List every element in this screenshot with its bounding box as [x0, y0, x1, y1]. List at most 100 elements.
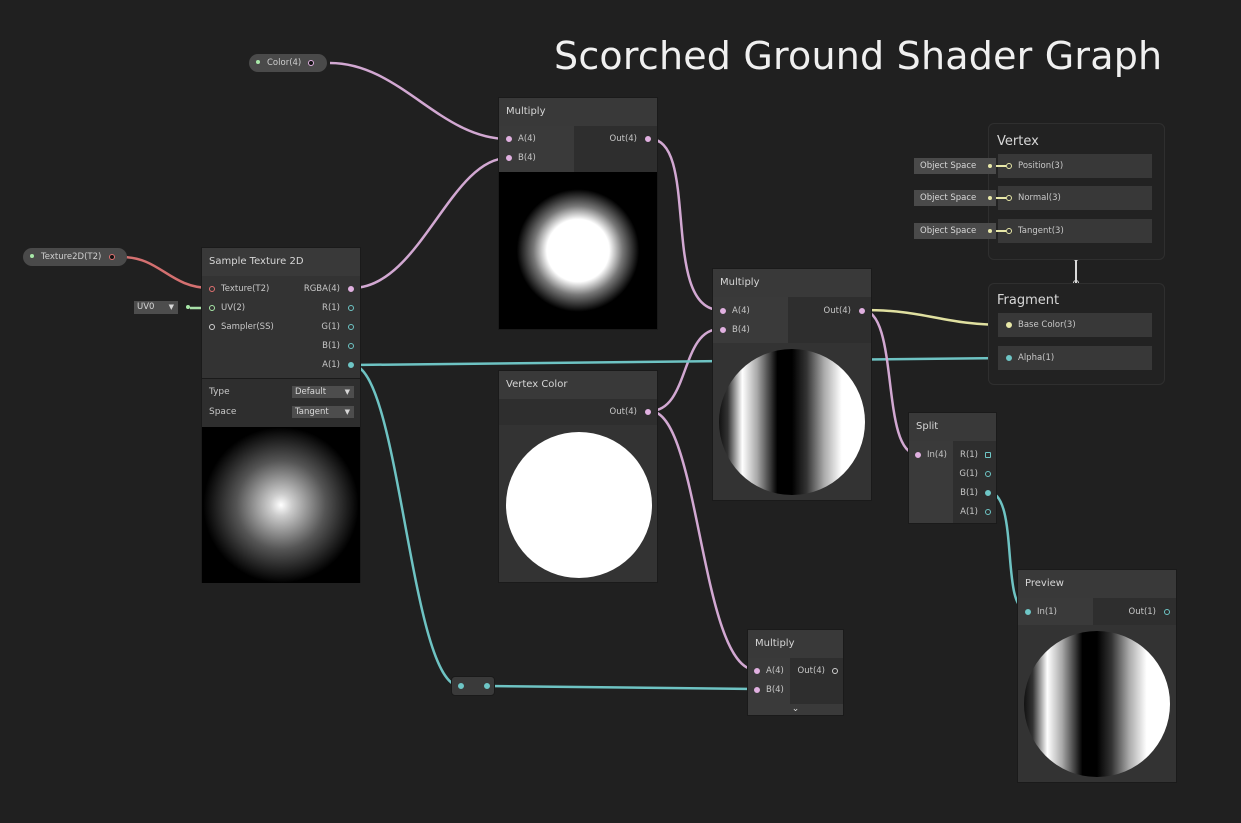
port-label: Position(3) — [1018, 161, 1064, 171]
uv-port-dot-icon — [186, 305, 190, 309]
uv-channel-dropdown[interactable]: UV0 ▼ — [134, 301, 178, 314]
wire-alpha-to-fragment — [351, 356, 1009, 367]
type-dropdown[interactable]: Default ▼ — [292, 386, 354, 398]
multiply-preview — [499, 172, 657, 329]
type-label: Type — [209, 387, 230, 397]
texture-input-port-icon[interactable] — [209, 286, 215, 292]
g-output-port-icon[interactable] — [348, 324, 354, 330]
tag-dot-icon — [988, 196, 992, 200]
output-port-icon[interactable] — [109, 254, 115, 260]
chevron-down-icon: ▼ — [344, 388, 350, 396]
b-input-port-icon[interactable] — [720, 327, 726, 333]
node-title: Preview — [1018, 570, 1176, 598]
normal-port-icon[interactable] — [1006, 195, 1012, 201]
in-input-port-icon[interactable] — [915, 452, 921, 458]
node-title: Sample Texture 2D — [202, 248, 360, 276]
g-output-port-icon[interactable] — [985, 471, 991, 477]
preview-render — [1018, 625, 1176, 782]
port-label: Tangent(3) — [1018, 226, 1064, 236]
wire-multiply1-to-multiply2 — [649, 137, 721, 312]
alpha-port-icon[interactable] — [1006, 355, 1012, 361]
a-input-port-icon[interactable] — [754, 668, 760, 674]
out-output-port-icon[interactable] — [1164, 609, 1170, 615]
port-label: B(4) — [732, 325, 750, 335]
multiply-node-1[interactable]: Multiply A(4) B(4) Out(4) — [498, 97, 658, 330]
r-output-port-icon[interactable] — [985, 452, 991, 458]
wire-reroute-to-multiply3 — [487, 684, 757, 691]
striped-sphere — [719, 349, 865, 495]
port-label: B(4) — [518, 153, 536, 163]
in-input-port-icon[interactable] — [1025, 609, 1031, 615]
a-output-port-icon[interactable] — [348, 362, 354, 368]
multiply-node-3[interactable]: Multiply A(4) B(4) Out(4) ⌄ — [747, 629, 844, 716]
b-output-port-icon[interactable] — [348, 343, 354, 349]
node-title: Multiply — [748, 630, 843, 658]
port-label: A(1) — [960, 507, 978, 517]
port-label: RGBA(4) — [303, 284, 340, 294]
reroute-node[interactable] — [451, 676, 495, 696]
tag-dot-icon — [988, 164, 992, 168]
vertex-normal-slot[interactable] — [998, 186, 1152, 210]
wire-multiply2-to-fragment — [861, 308, 1009, 327]
port-label: Out(4) — [823, 306, 851, 316]
vertex-tangent-slot[interactable] — [998, 219, 1152, 243]
node-title: Multiply — [499, 98, 657, 126]
port-label: B(1) — [960, 488, 978, 498]
striped-sphere — [1024, 631, 1170, 777]
normal-space-tag[interactable]: Object Space — [914, 190, 996, 206]
color-property[interactable]: Color(4) — [249, 54, 327, 72]
split-node[interactable]: Split In(4) R(1) G(1) B(1) A(1) — [908, 412, 997, 524]
input-panel — [713, 297, 788, 343]
port-label: Out(4) — [797, 666, 825, 676]
port-label: G(1) — [321, 322, 340, 332]
expand-button[interactable]: ⌄ — [748, 704, 843, 715]
reroute-input-port-icon[interactable] — [458, 683, 464, 689]
b-input-port-icon[interactable] — [506, 155, 512, 161]
alpha-slot[interactable] — [998, 346, 1152, 370]
out-output-port-icon[interactable] — [645, 136, 651, 142]
port-label: G(1) — [959, 469, 978, 479]
white-sphere — [506, 432, 652, 578]
preview-node[interactable]: Preview In(1) Out(1) — [1017, 569, 1177, 783]
fragment-block-title: Fragment — [997, 293, 1060, 308]
out-output-port-icon[interactable] — [645, 409, 651, 415]
port-label: In(1) — [1037, 607, 1057, 617]
a-input-port-icon[interactable] — [720, 308, 726, 314]
texture-property[interactable]: Texture2D(T2) — [23, 248, 127, 266]
space-dropdown[interactable]: Tangent ▼ — [292, 406, 354, 418]
output-port-icon[interactable] — [308, 60, 314, 66]
out-output-port-icon[interactable] — [859, 308, 865, 314]
tangent-space-tag[interactable]: Object Space — [914, 223, 996, 239]
b-input-port-icon[interactable] — [754, 687, 760, 693]
base-color-slot[interactable] — [998, 313, 1152, 337]
out-output-port-icon[interactable] — [832, 668, 838, 674]
a-input-port-icon[interactable] — [506, 136, 512, 142]
space-label: Space — [209, 407, 237, 417]
vertex-position-slot[interactable] — [998, 154, 1152, 178]
vertex-color-preview — [499, 425, 657, 582]
a-output-port-icon[interactable] — [985, 509, 991, 515]
node-title: Vertex Color — [499, 371, 657, 399]
multiply-node-2[interactable]: Multiply A(4) B(4) Out(4) — [712, 268, 872, 501]
chevron-down-icon: ▼ — [168, 303, 174, 311]
port-label: Alpha(1) — [1018, 353, 1055, 363]
reroute-output-port-icon[interactable] — [484, 683, 490, 689]
sampler-input-port-icon[interactable] — [209, 324, 215, 330]
port-label: R(1) — [960, 450, 978, 460]
position-space-tag[interactable]: Object Space — [914, 158, 996, 174]
rgba-output-port-icon[interactable] — [348, 286, 354, 292]
b-output-port-icon[interactable] — [985, 490, 991, 496]
r-output-port-icon[interactable] — [348, 305, 354, 311]
tangent-port-icon[interactable] — [1006, 228, 1012, 234]
port-label: Base Color(3) — [1018, 320, 1076, 330]
position-port-icon[interactable] — [1006, 163, 1012, 169]
node-title: Multiply — [713, 269, 871, 297]
sample-texture-2d-node[interactable]: Sample Texture 2D Texture(T2) UV(2) Samp… — [201, 247, 361, 583]
port-label: Out(4) — [609, 407, 637, 417]
uv-input-port-icon[interactable] — [209, 305, 215, 311]
base-color-port-icon[interactable] — [1006, 322, 1012, 328]
port-label: Texture(T2) — [221, 284, 270, 294]
port-label: B(4) — [766, 685, 784, 695]
vertex-color-node[interactable]: Vertex Color Out(4) — [498, 370, 658, 583]
property-dot-icon — [30, 254, 34, 258]
